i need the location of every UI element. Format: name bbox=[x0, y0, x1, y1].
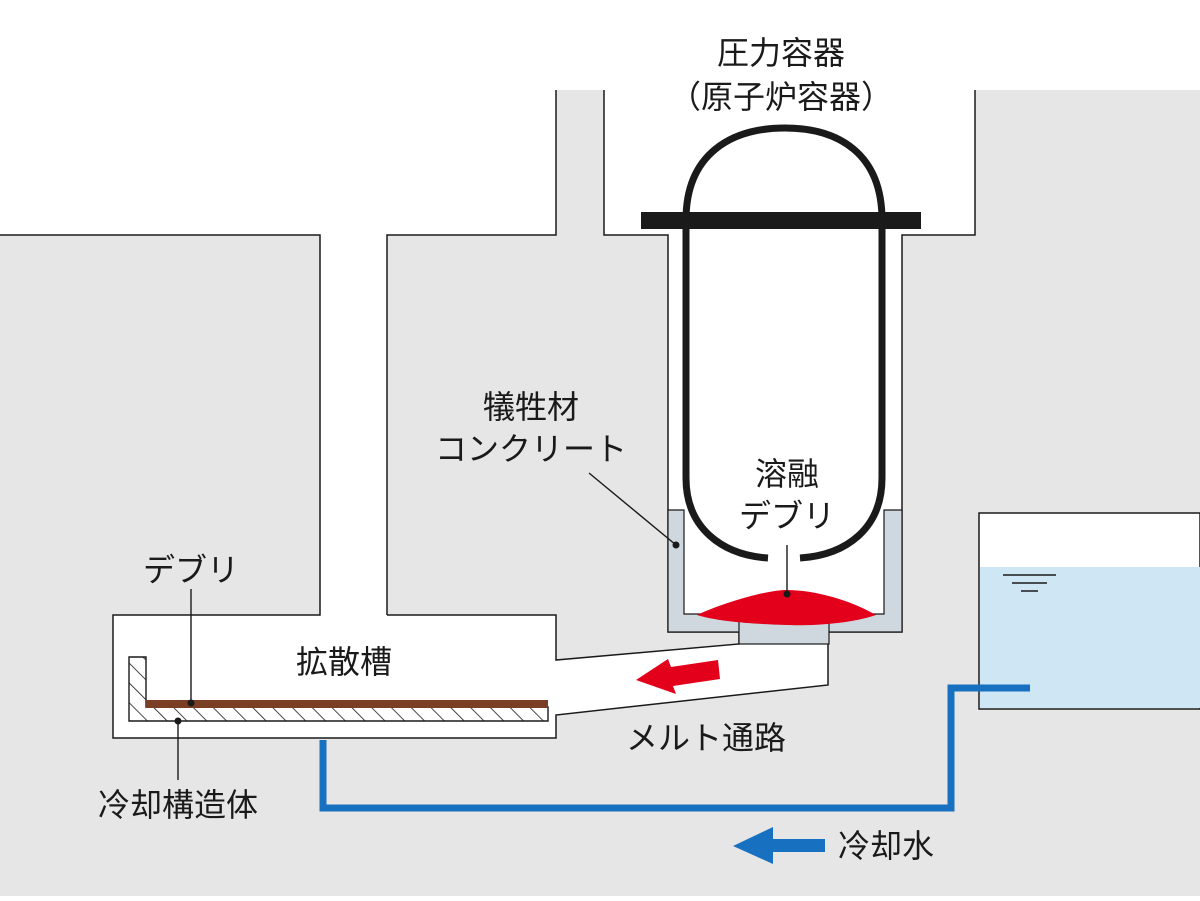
cooling-water-arrow bbox=[733, 827, 825, 864]
melt-flow-arrow bbox=[636, 659, 720, 694]
label-cooling-water: 冷却水 bbox=[838, 827, 934, 865]
cooling-water-pipe bbox=[319, 684, 1030, 812]
vessel-flange bbox=[641, 212, 921, 229]
building-concrete bbox=[0, 90, 1200, 896]
molten-debris-pool bbox=[697, 590, 876, 626]
label-molten: 溶融 bbox=[755, 455, 819, 493]
label-melt-channel: メルト通路 bbox=[626, 719, 786, 757]
pressure-vessel bbox=[682, 124, 886, 562]
leader-lines bbox=[177, 472, 788, 780]
label-pressure-vessel: 圧力容器 bbox=[717, 34, 845, 72]
label-pressure-vessel-sub: （原子炉容器） bbox=[669, 78, 893, 116]
label-sacrificial-material: 犠牲材 bbox=[483, 388, 579, 426]
debris-layer bbox=[146, 700, 548, 708]
label-cooling-structure: 冷却構造体 bbox=[98, 786, 258, 824]
label-spreading-tank: 拡散槽 bbox=[296, 643, 392, 681]
leader-dots bbox=[174, 541, 791, 725]
label-sacrificial-concrete: コンクリート bbox=[435, 430, 627, 468]
water-level-symbol bbox=[1003, 574, 1056, 592]
label-molten-debris: デブリ bbox=[739, 497, 835, 535]
label-debris: デブリ bbox=[143, 551, 239, 589]
